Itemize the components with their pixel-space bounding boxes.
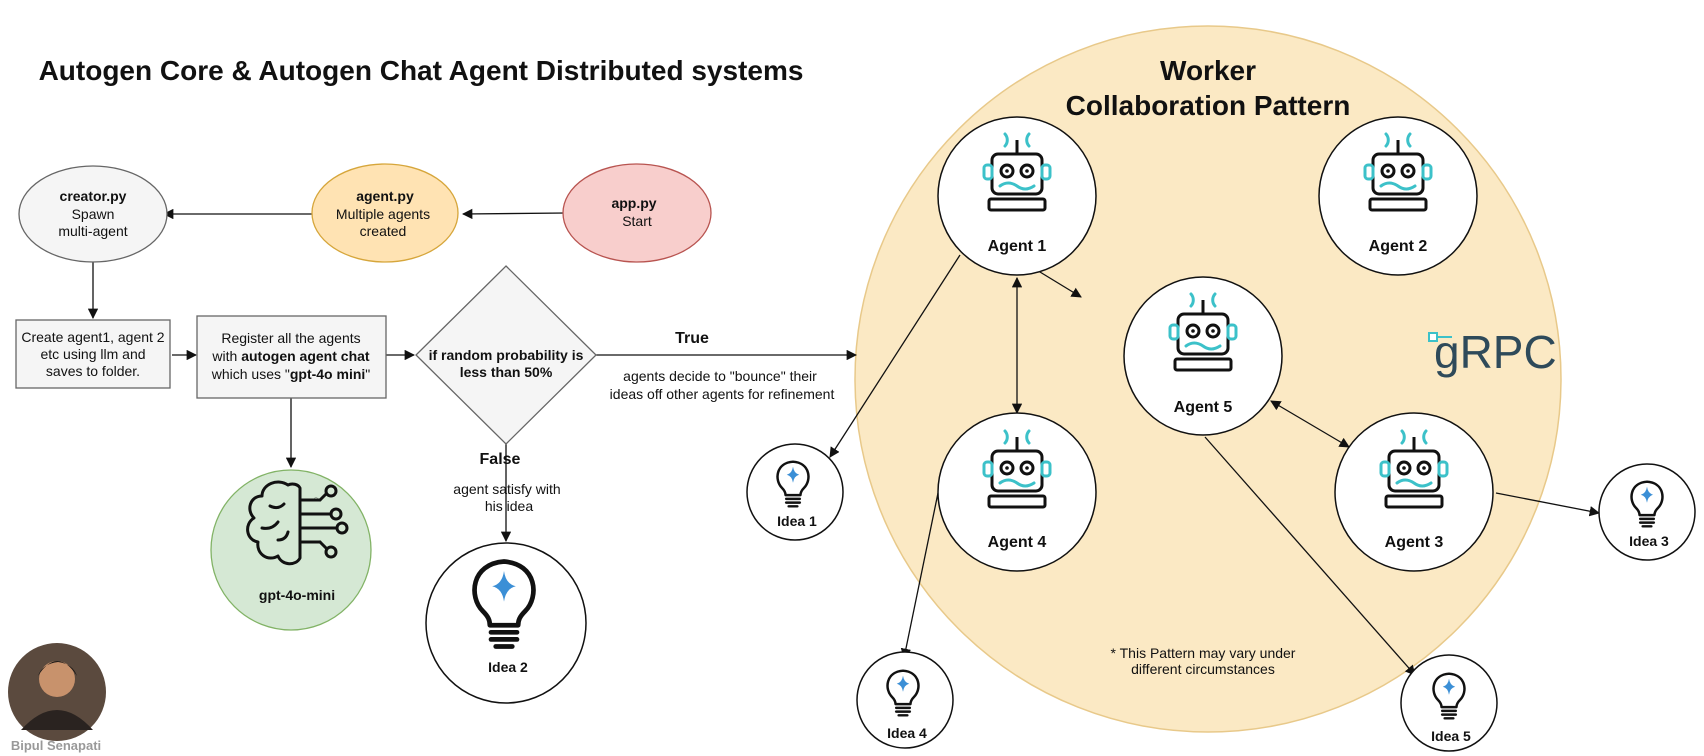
agent-py-name: agent.py	[356, 188, 414, 204]
worker-title: Worker	[1160, 55, 1256, 86]
agent-2-label: Agent 2	[1369, 238, 1428, 255]
idea-5-node: Idea 5	[1400, 654, 1498, 752]
decision-line1: if random probability is	[429, 347, 584, 363]
author-name: Bipul Senapati	[11, 738, 101, 753]
create-agents-box: Create agent1, agent 2 etc using llm and…	[15, 319, 171, 389]
agent-4-label: Agent 4	[988, 534, 1047, 551]
edge-app-to-agentpy	[461, 208, 567, 220]
register-agents-box: Register all the agents with autogen age…	[196, 315, 387, 399]
idea-5-label: Idea 5	[1431, 728, 1471, 744]
agent-1-node: Agent 1	[937, 116, 1097, 276]
creator-py-line1: Spawn	[72, 206, 115, 222]
register-box-line3: which uses "gpt-4o mini"	[211, 366, 371, 382]
idea-4-node: Idea 4	[856, 651, 954, 749]
app-py-line1: Start	[622, 213, 652, 229]
idea-1-node: Idea 1	[746, 443, 844, 541]
register-box-line2: with autogen agent chat	[211, 348, 369, 364]
false-desc-line2: his idea	[485, 498, 533, 514]
agent-5-node: Agent 5	[1123, 276, 1283, 436]
worker-note-line2: different circumstances	[1131, 661, 1275, 677]
agent-4-node: Agent 4	[937, 412, 1097, 572]
edge-agent1-idea1	[829, 254, 961, 458]
creator-py-line2: multi-agent	[58, 223, 127, 239]
true-desc-line2: ideas off other agents for refinement	[610, 386, 835, 402]
agent-py-line1: Multiple agents	[336, 206, 430, 222]
create-box-line2: etc using llm and	[40, 346, 145, 362]
decision-line2: less than 50%	[460, 364, 553, 380]
page-title: Autogen Core & Autogen Chat Agent Distri…	[39, 55, 804, 86]
idea-1-label: Idea 1	[777, 513, 817, 529]
brain-circuit-icon	[246, 480, 349, 566]
llm-label: gpt-4o-mini	[259, 587, 335, 603]
idea-3-node: Idea 3	[1598, 463, 1696, 561]
agent-3-label: Agent 3	[1385, 534, 1444, 551]
grpc-logo-text: gRPC	[1434, 326, 1557, 378]
agent-py-node: agent.py Multiple agents created	[311, 163, 459, 263]
worker-note-line1: * This Pattern may vary under	[1111, 645, 1296, 661]
idea-2-node: Idea 2	[425, 542, 587, 704]
agent-py-line2: created	[360, 223, 407, 239]
agent-1-label: Agent 1	[988, 238, 1047, 255]
false-desc-line1: agent satisfy with	[453, 481, 560, 497]
app-py-node: app.py Start	[562, 163, 712, 263]
creator-py-name: creator.py	[60, 188, 127, 204]
true-label: True	[675, 330, 709, 347]
app-py-name: app.py	[611, 195, 656, 211]
agent-5-label: Agent 5	[1174, 399, 1233, 416]
grpc-logo: gRPC	[1428, 326, 1557, 378]
create-box-line1: Create agent1, agent 2	[21, 329, 164, 345]
create-box-line3: saves to folder.	[46, 363, 140, 379]
idea-2-label: Idea 2	[488, 659, 528, 675]
idea-3-label: Idea 3	[1629, 533, 1669, 549]
idea-4-label: Idea 4	[887, 725, 927, 741]
author-avatar	[8, 643, 106, 741]
worker-subtitle: Collaboration Pattern	[1066, 90, 1351, 121]
llm-node: gpt-4o-mini	[210, 469, 372, 631]
edge-agent3-idea3	[1495, 492, 1601, 517]
creator-py-node: creator.py Spawn multi-agent	[18, 165, 168, 263]
register-box-line1: Register all the agents	[221, 330, 360, 346]
false-label: False	[480, 451, 521, 468]
agent-3-node: Agent 3	[1334, 412, 1494, 572]
edge-agent5-agent3	[1270, 400, 1350, 448]
edge-agent4-idea4	[900, 492, 939, 660]
true-desc-line1: agents decide to "bounce" their	[623, 368, 817, 384]
agent-2-node: Agent 2	[1318, 116, 1478, 276]
decision-diamond: if random probability is less than 50%	[415, 265, 597, 445]
edge-agent5-idea5	[1204, 436, 1416, 676]
